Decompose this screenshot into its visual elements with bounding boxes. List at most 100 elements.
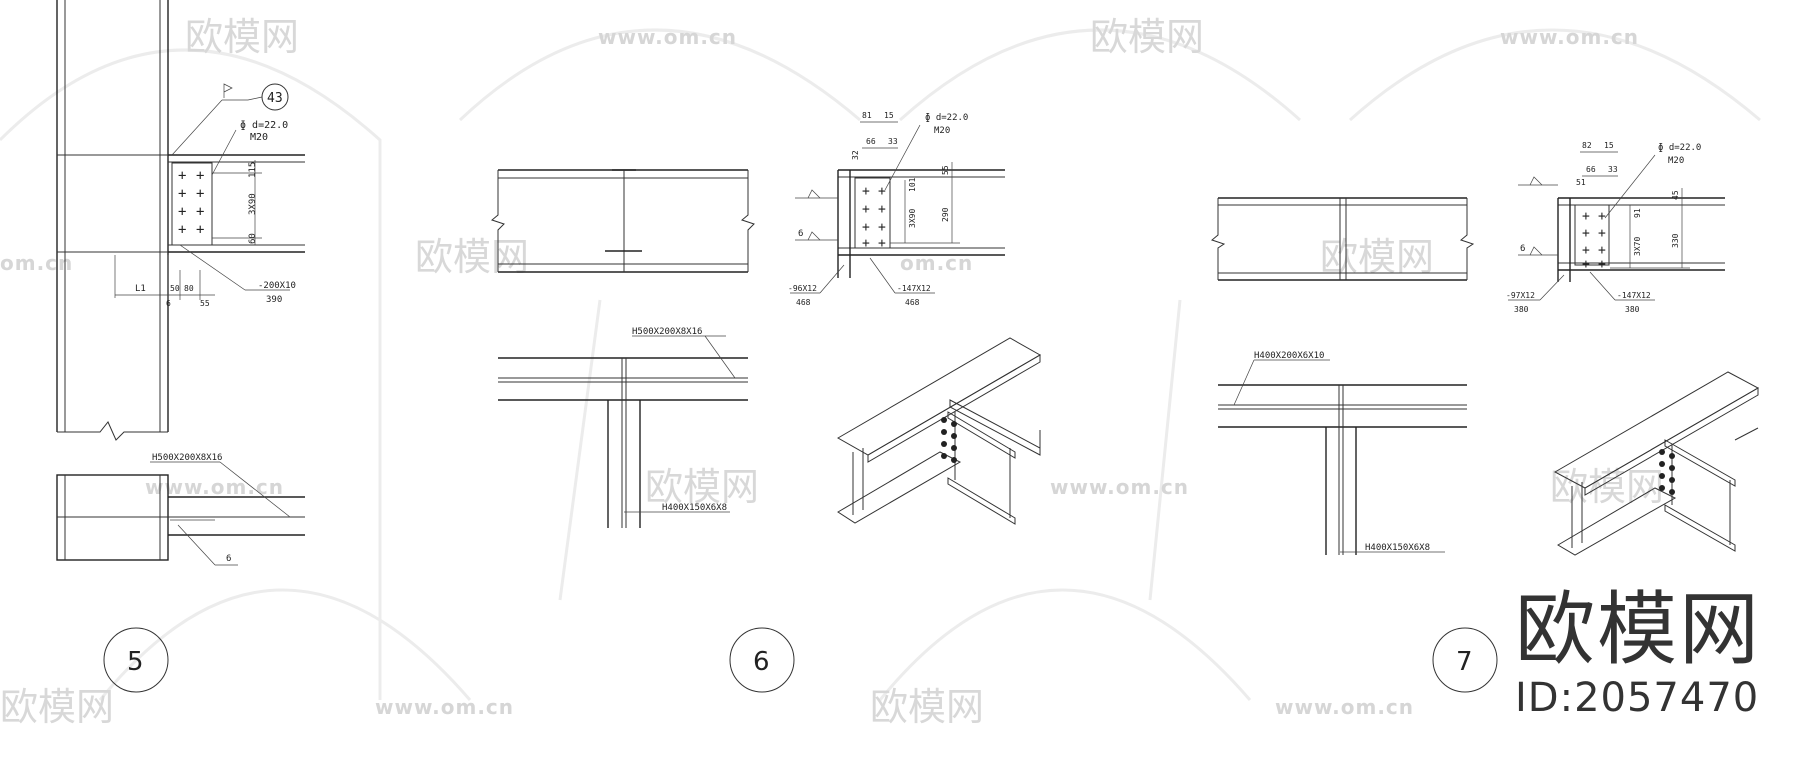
dim-l1: L1: [135, 284, 146, 294]
watermark-url: www.om.cn: [145, 475, 284, 499]
dim-32: 32: [851, 150, 860, 160]
plate-spec: -200X10: [258, 281, 296, 291]
model-id: ID:2057470: [1515, 675, 1760, 721]
callout-number: 43: [267, 91, 283, 106]
dim-55: 55: [941, 165, 950, 175]
svg-text:+: +: [178, 186, 186, 202]
svg-text:+: +: [196, 222, 204, 238]
watermark-brand: 欧模网: [1090, 15, 1204, 59]
dim-115: 115: [248, 162, 258, 178]
svg-text:+: +: [1598, 209, 1606, 224]
svg-text:+: +: [878, 202, 886, 217]
dim-15: 15: [1604, 141, 1614, 150]
dim-33: 33: [1608, 165, 1618, 174]
dim-80: 80: [184, 284, 194, 293]
weld-size: 6: [1520, 244, 1525, 254]
dim-45: 45: [1671, 190, 1680, 200]
dim-55: 55: [200, 299, 210, 308]
detail-number: 5: [127, 647, 144, 677]
beam-secondary-label: H400X150X6X8: [662, 503, 727, 513]
plate-right-length: 468: [905, 298, 920, 307]
svg-text:+: +: [862, 184, 870, 199]
isometric-view: [836, 337, 1042, 525]
bolt-group: ++ ++ ++ ++: [862, 184, 886, 251]
svg-text:+: +: [178, 204, 186, 220]
weld-flag-icon: [223, 83, 233, 98]
beam-elevation: [1210, 197, 1475, 281]
watermark-url: om.cn: [0, 251, 73, 275]
svg-text:+: +: [1598, 243, 1606, 258]
bolt-spec-text: ɸ d=22.0: [240, 120, 288, 131]
detail-number: 7: [1456, 647, 1473, 677]
beam-plan: H500X200X8X16 6: [56, 453, 305, 566]
bolt-group: + + + + + + + +: [178, 168, 204, 238]
dim-15: 15: [884, 111, 894, 120]
detail-number-circle: [103, 627, 169, 693]
watermark-brand: 欧模网: [0, 685, 114, 729]
dim-51: 51: [1576, 178, 1586, 187]
dim-3x90: 3X90: [908, 209, 917, 228]
bottom-dimensions: L1 50 80 6 55 -200X10 390: [114, 244, 296, 308]
watermark-brand: 欧模网: [870, 685, 984, 729]
dim-33: 33: [888, 137, 898, 146]
svg-text:+: +: [1582, 226, 1590, 241]
watermark-url: www.om.cn: [1275, 695, 1414, 719]
isometric-bolts: [1659, 449, 1675, 495]
detail-7: H400X200X6X10 H400X150X6X8 ++ ++ ++ ++ 6…: [1210, 141, 1760, 693]
beam-label: H500X200X8X16: [152, 453, 222, 463]
bolt-group: ++ ++ ++ ++: [1582, 209, 1606, 272]
detail-5: ++ ++ ++ ++ 43 ɸ d=22.0 M20 115 3X90 60: [56, 0, 305, 693]
plate-length: 390: [266, 295, 282, 305]
bolt-spec-text: ɸ d=22.0: [1658, 143, 1701, 153]
svg-text:+: +: [1582, 257, 1590, 272]
bolt-spec-text: ɸ d=22.0: [925, 113, 968, 123]
watermark-brand: 欧模网: [1320, 235, 1434, 279]
svg-text:+: +: [196, 168, 204, 184]
watermark-arcs: [0, 28, 1761, 701]
svg-text:+: +: [178, 222, 186, 238]
svg-text:+: +: [1598, 257, 1606, 272]
detail-6: H500X200X8X16 H400X150X6X8 ++ ++ ++ ++ 6…: [490, 111, 1042, 693]
beam-main-label: H400X200X6X10: [1254, 351, 1324, 361]
dim-3x90: 3X90: [248, 193, 258, 215]
dim-290: 290: [941, 207, 950, 222]
isometric-bolts: [941, 417, 957, 463]
dim-50: 50: [170, 284, 180, 293]
detail-number-circle: [1432, 627, 1498, 693]
svg-text:+: +: [878, 184, 886, 199]
dim-91: 91: [1633, 208, 1642, 218]
beam-elevation: [490, 169, 755, 273]
plate-left-spec: -97X12: [1506, 291, 1535, 300]
column-elevation: [56, 0, 169, 441]
dim-101: 101: [908, 177, 917, 192]
weld-size: 6: [226, 554, 231, 564]
watermark-brand: 欧模网: [185, 15, 299, 59]
dim-82: 82: [1582, 141, 1592, 150]
connection-detail: ++ ++ ++ ++ 6 ɸ d=22.0 M20 82 15 66 33 5…: [1506, 141, 1725, 314]
plate-right-spec: -147X12: [1617, 291, 1651, 300]
beam-main-label: H500X200X8X16: [632, 327, 702, 337]
dim-66: 66: [866, 137, 876, 146]
bolt-size-text: M20: [1668, 156, 1684, 166]
plate-left-length: 380: [1514, 305, 1529, 314]
watermark-url: www.om.cn: [1050, 475, 1189, 499]
svg-text:+: +: [1582, 243, 1590, 258]
watermark-url: www.om.cn: [1500, 25, 1639, 49]
connection-detail: ++ ++ ++ ++ 6 ɸ d=22.0 M20 81 15 66 33 3…: [788, 111, 1005, 307]
dim-330: 330: [1671, 233, 1680, 248]
svg-text:+: +: [1582, 209, 1590, 224]
svg-text:+: +: [196, 186, 204, 202]
detail-number-circle: [729, 627, 795, 693]
watermark-url: www.om.cn: [375, 695, 514, 719]
beam-secondary-label: H400X150X6X8: [1365, 543, 1430, 553]
dim-66: 66: [1586, 165, 1596, 174]
plate-left-length: 468: [796, 298, 811, 307]
beam-elevation: + + + + + + + +: [168, 154, 305, 253]
svg-text:+: +: [178, 168, 186, 184]
svg-text:+: +: [196, 204, 204, 220]
dim-6: 6: [166, 299, 171, 308]
bolt-size-text: M20: [934, 126, 950, 136]
svg-text:+: +: [1598, 226, 1606, 241]
detail-number: 6: [753, 647, 770, 677]
